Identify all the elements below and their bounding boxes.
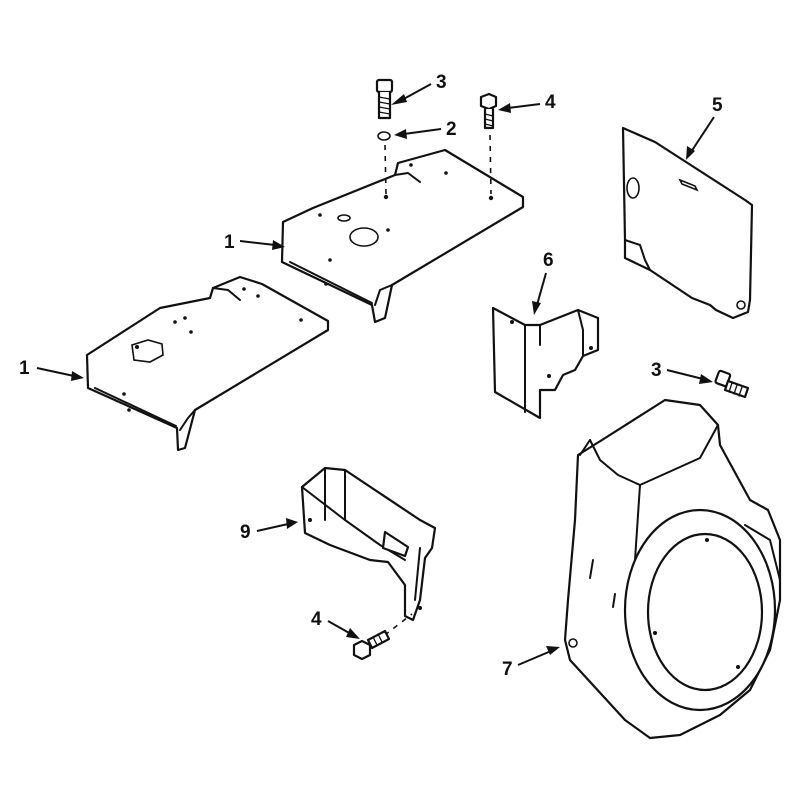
callout-3-top: 3 [391,72,447,105]
callout-label: 3 [436,72,447,93]
callout-1-upper: 1 [224,232,285,253]
callout-label: 1 [224,232,235,253]
callout-9: 9 [240,518,298,543]
lower-baffle-plate [85,275,330,452]
callout-4-top: 4 [498,92,556,113]
callout-label: 3 [651,360,662,381]
callout-label: 4 [311,609,322,630]
callout-1-lower: 1 [19,358,84,381]
air-guide [300,466,437,643]
callout-5: 5 [686,95,723,160]
callout-2: 2 [394,119,457,140]
callout-label: 4 [545,92,556,113]
callout-label: 2 [446,119,457,140]
callout-label: 7 [502,659,513,680]
baffle-bracket [491,306,600,420]
callout-label: 9 [240,522,251,543]
side-shield [621,126,754,320]
callout-label: 6 [543,250,554,271]
bolt-bottom [352,629,391,661]
callout-4-bottom: 4 [311,609,360,639]
screw-right [714,369,750,399]
bolt-top [479,92,498,195]
callout-label: 1 [19,358,30,379]
callout-6: 6 [532,250,554,315]
screw-top [375,78,394,195]
callout-7: 7 [502,646,560,680]
upper-baffle-plate [280,148,525,324]
blower-housing [563,398,782,740]
callout-label: 5 [712,95,723,116]
callout-3-right: 3 [651,360,713,384]
